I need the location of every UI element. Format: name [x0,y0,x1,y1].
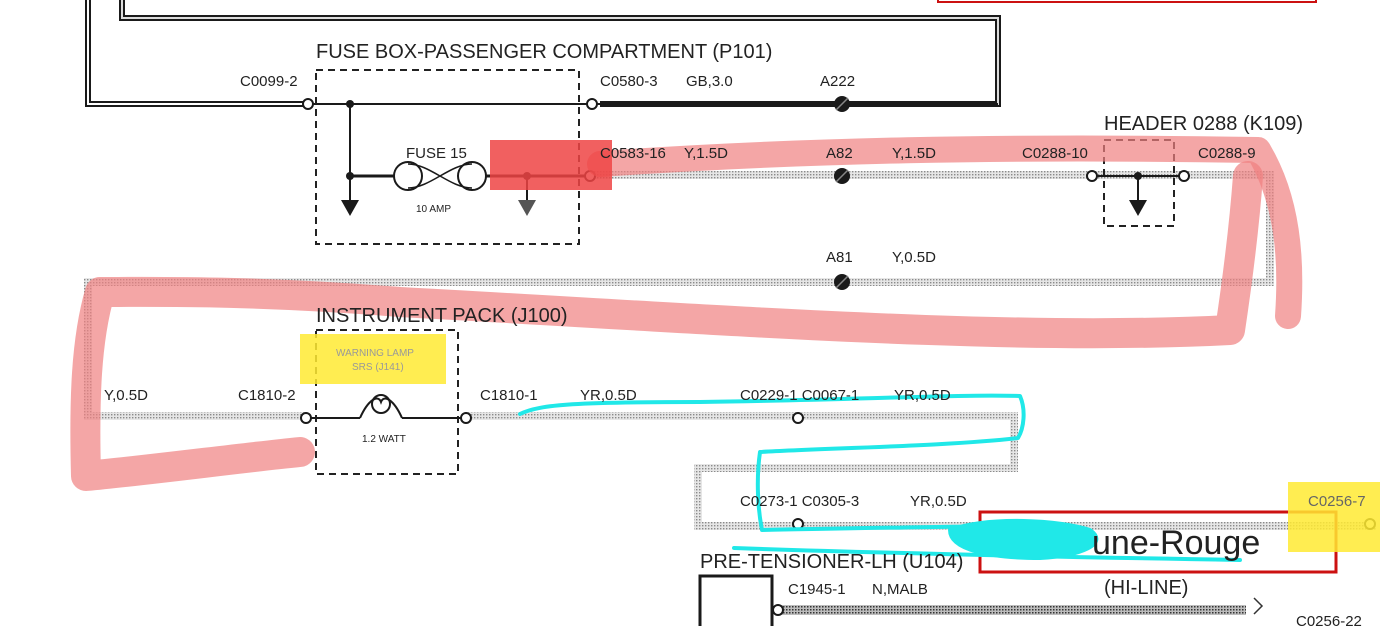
wire-y-0-5d-upper [84,278,1274,286]
wire-y-1-5d [594,171,1274,179]
connector-c0256-22: C0256-22 [1296,613,1362,626]
splice-a82-label: A82 [826,145,853,162]
yellow-highlight-c0256 [1288,482,1380,552]
connector-c0099-2: C0099-2 [240,73,298,90]
fuse-rating: 10 AMP [416,204,451,215]
connector-c0273-c0305: C0273-1 C0305-3 [740,493,859,510]
wire-code-n-malb: N,MALB [872,581,928,598]
wire-y-0-5d-drop [1266,171,1274,286]
wire-yr-drop [1010,412,1018,470]
warning-lamp-line1: WARNING LAMP [336,348,414,359]
header-box-outline [1103,139,1175,227]
wire-code-y-1-5d-a: Y,1.5D [684,145,728,162]
wire-code-y-0-5d-a: Y,0.5D [892,249,936,266]
connector-c0580-3: C0580-3 [600,73,658,90]
red-highlight [70,135,1303,491]
connector-c0256-7: C0256-7 [1308,493,1366,510]
wire-y-0-5d-lower [84,412,306,420]
connector-c1810-2: C1810-2 [238,387,296,404]
connector-c1810-1: C1810-1 [480,387,538,404]
wire-yr-0-5d [466,412,1016,420]
connector-c0288-9: C0288-9 [1198,145,1256,162]
connector-c0583-16: C0583-16 [600,145,666,162]
wire-code-gb-3-0: GB,3.0 [686,73,733,90]
lamp-rating: 1.2 WATT [362,434,406,445]
header-title: HEADER 0288 (K109) [1104,113,1303,135]
wire-code-yr-0-5d-b: YR,0.5D [894,387,951,404]
yellow-highlight-lamp [300,334,446,384]
splice-a81-label: A81 [826,249,853,266]
fuse-box-title: FUSE BOX-PASSENGER COMPARTMENT (P101) [316,41,772,63]
pretensioner-title: PRE-TENSIONER-LH (U104) [700,551,963,573]
wire-code-yr-0-5d-c: YR,0.5D [910,493,967,510]
wire-code-y-0-5d-b: Y,0.5D [104,387,148,404]
fuse-15-symbol [393,161,487,191]
cyan-highlight [518,393,1242,562]
wire-code-y-1-5d-b: Y,1.5D [892,145,936,162]
splice-a222-label: A222 [820,73,855,90]
wire-yr-mid [694,464,1018,472]
warning-lamp-line2: SRS (J141) [352,362,404,373]
header-internals [1092,172,1182,216]
hi-line-label: (HI-LINE) [1104,577,1188,599]
wire-n-malb [780,605,1246,615]
connector-c0288-10: C0288-10 [1022,145,1088,162]
une-rouge-text: une-Rouge [1092,524,1260,562]
wire-yr-left [694,464,702,530]
connector-c1945-1: C1945-1 [788,581,846,598]
instrument-pack-title: INSTRUMENT PACK (J100) [316,305,568,327]
lamp-symbol [310,394,464,419]
connector-c0229-c0067: C0229-1 C0067-1 [740,387,859,404]
wire-code-yr-0-5d-a: YR,0.5D [580,387,637,404]
top-red-box-edge [937,0,1317,3]
pretensioner-box [698,574,774,626]
fuse-15-label: FUSE 15 [406,145,467,162]
splice-points [834,96,850,290]
wire-continue-arrow [1253,597,1264,615]
